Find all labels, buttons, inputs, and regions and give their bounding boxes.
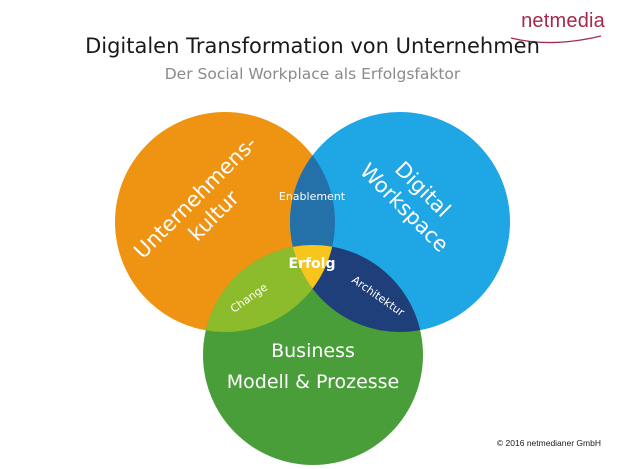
business-label-line1: Business [271,340,355,362]
overlap-change [203,245,335,332]
business-label-line2: Modell & Prozesse [227,371,400,393]
page-subtitle: Der Social Workplace als Erfolgsfaktor [164,65,461,83]
brand-arc-icon [510,35,602,44]
enablement-label: Enablement [279,190,346,203]
page-title: Digitalen Transformation von Unternehmen [85,34,540,58]
copyright-notice: © 2016 netmedianer GmbH [496,438,601,448]
brand-name: netmedia [521,10,605,32]
brand-logo: netmedia [491,6,611,46]
erfolg-label: Erfolg [289,256,336,272]
overlap-architektur [290,245,423,332]
